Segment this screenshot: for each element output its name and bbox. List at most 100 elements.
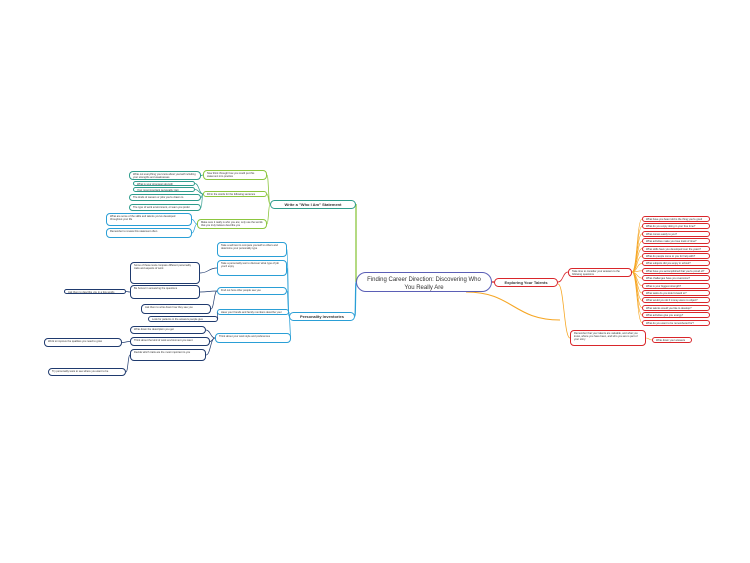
connector-talent-question: [631, 226, 643, 273]
talent-question[interactable]: What tasks do you look forward to?: [642, 290, 710, 296]
talent-question-text: What is your biggest strength?: [646, 284, 682, 288]
connector-talent-note: [557, 283, 571, 339]
talent-note[interactable]: Remember that your talents are valuable,…: [570, 330, 646, 346]
inventory-note[interactable]: Ask them to describe you in a few words: [64, 289, 126, 294]
statement-subitem[interactable]: Your most important personality trait: [133, 187, 195, 192]
branch-label: Personality Inventories: [299, 314, 344, 319]
inventory-item-text: Take a self-test to compare yourself to …: [221, 244, 278, 251]
inventory-note-text: Work to improve the qualities you need t…: [48, 340, 103, 343]
talent-question-text: What do you want to be remembered for?: [646, 321, 694, 325]
talent-question-text: What have you been told is the thing you…: [646, 218, 703, 221]
connector-inventory-note: [125, 291, 131, 293]
talent-question-text: What would you do if money were no objec…: [646, 299, 698, 303]
branch-exploring-talents[interactable]: Exploring Your Talents: [494, 278, 558, 287]
talent-question-text: What comes easily to you?: [646, 232, 677, 236]
statement-subitem[interactable]: The type of work environment, or team yo…: [129, 204, 201, 211]
inventory-subitem-text: Think about the kind of work environment…: [134, 339, 193, 342]
talent-question[interactable]: What activities make you lose track of t…: [642, 238, 710, 245]
statement-item-text: Make sure it really is who you are; only…: [201, 221, 263, 228]
connector-statement-subitem: [200, 174, 204, 176]
inventory-item-text: Think about your work style and preferen…: [219, 335, 271, 338]
talent-question[interactable]: What activities give you energy?: [642, 312, 710, 319]
connector-inventory-note: [121, 341, 131, 343]
statement-item[interactable]: Fill in the words for the following sent…: [203, 191, 267, 197]
statement-item-text: Fill in the words for the following sent…: [207, 193, 256, 196]
inventory-item[interactable]: Think about your work style and preferen…: [215, 333, 291, 343]
inventory-subitem[interactable]: Look for patterns in the answers people …: [148, 316, 218, 322]
inventory-item[interactable]: Have your friends and family members des…: [217, 309, 289, 315]
inventory-item[interactable]: Find out how other people see you: [217, 287, 287, 295]
connector-statement-item: [266, 203, 271, 225]
talent-note-child-text: Write down your answers: [656, 339, 686, 342]
statement-item[interactable]: Make sure it really is who you are; only…: [197, 219, 267, 229]
connector-statement-subitem: [194, 183, 204, 195]
connector-talents-sub: [465, 291, 561, 321]
talent-note-child[interactable]: Write down your answers: [652, 337, 692, 343]
talent-question-text: What activities make you lose track of t…: [646, 240, 697, 244]
branch-who-i-am-statement[interactable]: Write a "Who I Am" Statement: [270, 200, 356, 209]
statement-item[interactable]: Now think through how you could put this…: [203, 170, 267, 180]
talent-question-text: What activities give you energy?: [646, 314, 684, 318]
central-topic[interactable]: Finding Career Direction: Discovering Wh…: [356, 272, 492, 292]
statement-subitem[interactable]: Remember to review this statement often: [106, 228, 192, 238]
connector-talent-question: [631, 233, 643, 273]
statement-subitem-text: What is your strongest strength: [137, 183, 173, 186]
inventory-item[interactable]: Take a self-test to compare yourself to …: [217, 242, 287, 257]
talent-question[interactable]: What skills have you developed over the …: [642, 245, 710, 252]
connector-inventory-subitem: [205, 337, 216, 356]
statement-subitem-text: Remember to review this statement often: [110, 230, 158, 233]
talent-question[interactable]: What talents would you like to develop?: [642, 304, 710, 311]
connector-talent-question: [631, 271, 643, 309]
statement-subitem-text: The kinds of careers or jobs you're draw…: [133, 196, 184, 199]
statement-subitem[interactable]: What are some of the skills and talents …: [106, 213, 192, 226]
connector-inventory-note: [125, 354, 131, 373]
talent-question[interactable]: What do people come to you for help with…: [642, 253, 710, 259]
talent-question-text: What do you enjoy doing in your free tim…: [646, 225, 696, 229]
connector-inventory-subitem: [199, 267, 218, 274]
talent-question[interactable]: What challenges have you overcome?: [642, 275, 710, 282]
connector-statement-subitem: [191, 223, 198, 234]
inventory-note[interactable]: Work to improve the qualities you need t…: [44, 338, 122, 347]
connector-inventory-subitem: [210, 290, 218, 310]
inventory-note[interactable]: Try personality tests to see where you w…: [48, 368, 126, 376]
statement-subitem[interactable]: The kinds of careers or jobs you're draw…: [129, 194, 201, 201]
inventory-subitem[interactable]: Think about the kind of work environment…: [130, 337, 210, 346]
inventory-item-text: Take a personality test to discover what…: [221, 262, 279, 269]
talent-question[interactable]: What is your biggest strength?: [642, 282, 710, 289]
connector-talent-note-child: [645, 337, 653, 341]
connector-talent-question: [631, 271, 643, 323]
talent-question[interactable]: What do you want to be remembered for?: [642, 319, 710, 326]
statement-subitem[interactable]: What is your strongest strength: [133, 181, 195, 186]
inventory-item[interactable]: Take a personality test to discover what…: [217, 260, 287, 276]
statement-subitem-text: What are some of the skills and talents …: [110, 215, 176, 222]
talent-question-text: What do people come to you for help with…: [646, 255, 696, 258]
inventory-subitem[interactable]: Write down the description you get: [130, 326, 206, 334]
talent-question[interactable]: What have you accomplished that you're p…: [642, 267, 710, 274]
talent-intro[interactable]: Take time to consider your answers to th…: [568, 268, 632, 277]
statement-subitem-text: Your most important personality trait: [137, 189, 179, 192]
statement-subitem[interactable]: Write out everything you know about your…: [129, 171, 201, 180]
inventory-item-text: Find out how other people see you: [221, 289, 261, 292]
inventory-note-text: Ask them to describe you in a few words: [68, 291, 115, 294]
talent-question-text: What skills have you developed over the …: [646, 247, 701, 251]
connector-statement-subitem: [194, 189, 204, 195]
inventory-subitem[interactable]: Ask them to write down how they see you: [141, 304, 211, 314]
talent-question[interactable]: What would you do if money were no objec…: [642, 297, 710, 304]
inventory-item-text: Have your friends and family members des…: [221, 311, 282, 314]
talent-question[interactable]: What do you enjoy doing in your free tim…: [642, 223, 710, 230]
central-topic-text: Finding Career Direction: Discovering Wh…: [367, 277, 481, 291]
inventory-subitem-text: Some of these tests compare different pe…: [134, 264, 192, 271]
branch-personality-inventories[interactable]: Personality Inventories: [289, 312, 355, 321]
talent-question[interactable]: What comes easily to you?: [642, 230, 710, 237]
talent-question-text: What talents would you like to develop?: [646, 306, 692, 310]
connector-inventory-subitem: [199, 290, 218, 293]
inventory-subitem[interactable]: Be honest in answering the questions: [130, 285, 200, 299]
connector-root-inventories: [354, 281, 357, 317]
talent-question-text: What subjects did you enjoy in school?: [646, 262, 691, 266]
inventory-subitem[interactable]: Decide which traits are the most importa…: [130, 349, 206, 361]
talent-question-text: What have you accomplished that you're p…: [646, 269, 705, 273]
talent-question[interactable]: What have you been told is the thing you…: [642, 216, 710, 222]
inventory-subitem[interactable]: Some of these tests compare different pe…: [130, 262, 200, 284]
inventory-subitem-text: Be honest in answering the questions: [134, 287, 178, 290]
talent-question[interactable]: What subjects did you enjoy in school?: [642, 260, 710, 267]
